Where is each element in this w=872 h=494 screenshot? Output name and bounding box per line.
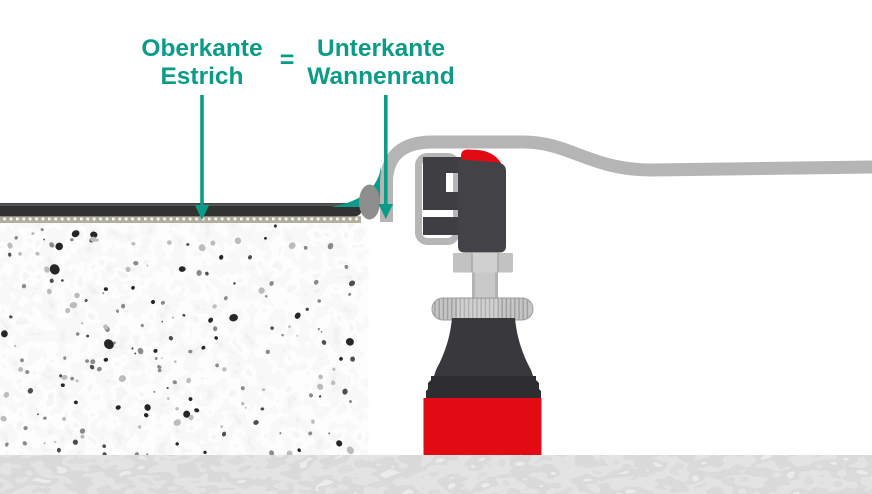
annotation: Oberkante Estrich = Unterkante Wannenran… xyxy=(141,35,455,220)
label-unterkante-line1: Unterkante xyxy=(317,35,445,62)
screed-sealing-band xyxy=(0,203,362,217)
label-oberkante-line1: Oberkante xyxy=(141,35,262,62)
threaded-rod-shade-right xyxy=(495,268,498,300)
right-down-arrow-icon xyxy=(378,95,393,219)
hex-nut-facet xyxy=(472,253,498,273)
adjustment-wheel xyxy=(431,297,534,321)
hex-nut xyxy=(453,253,513,273)
label-unterkante-line2: Wannenrand xyxy=(307,63,454,90)
foot-cone xyxy=(434,318,533,376)
clamp-jaw-upper xyxy=(423,157,461,210)
leveling-foot xyxy=(423,253,542,458)
screed-edge-strip xyxy=(0,216,361,223)
adjustment-wheel-highlight xyxy=(457,299,498,319)
label-oberkante-line2: Estrich xyxy=(160,63,243,90)
screed-granules xyxy=(0,224,356,457)
floor-texture xyxy=(0,461,872,494)
threaded-rod xyxy=(472,268,498,300)
screed-band-highlight xyxy=(0,203,354,206)
tub-rim xyxy=(380,135,872,222)
floor xyxy=(0,458,872,494)
adjustment-wheel-knurling xyxy=(434,298,529,320)
screed-texture xyxy=(0,222,361,458)
rim-clamp xyxy=(415,149,506,253)
edge-strip-dots xyxy=(3,217,358,221)
foot-cup xyxy=(426,376,541,398)
clamp-jaw-lower xyxy=(423,217,461,235)
clamp-body xyxy=(458,159,506,253)
seal-bead xyxy=(359,184,380,220)
left-down-arrow-icon xyxy=(194,95,210,220)
floor-line xyxy=(0,458,872,461)
equals-sign: = xyxy=(280,46,295,74)
threaded-rod-shade-left xyxy=(472,268,475,300)
screed-block xyxy=(0,203,362,458)
foot-base xyxy=(423,398,542,458)
